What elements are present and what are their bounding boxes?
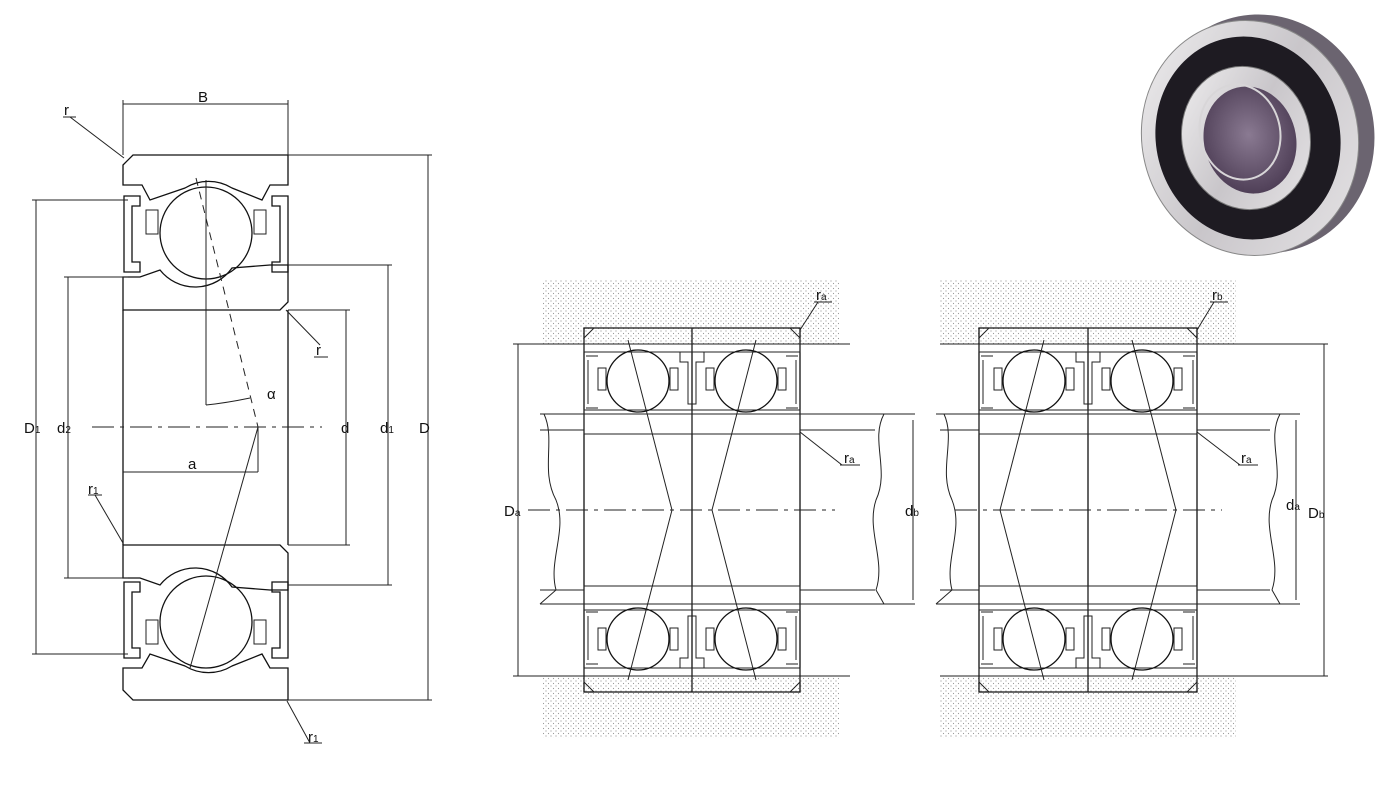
label-a: a (188, 456, 197, 473)
label-db: db (905, 503, 919, 520)
seal-left-top (123, 195, 141, 273)
label-Da: Da (504, 503, 521, 520)
label-r-top: r (64, 102, 69, 119)
seal-left-bottom (123, 581, 141, 659)
label-rb-top: rb (1212, 287, 1223, 304)
label-d: d (341, 420, 349, 437)
inner-ring-bottom (122, 544, 289, 591)
single-bearing-section (32, 100, 432, 744)
label-Db: Db (1308, 505, 1325, 522)
label-d1: d1 (380, 420, 394, 437)
cage-left-top (145, 209, 159, 235)
label-r1-bottom: r1 (308, 729, 319, 746)
seal-right-top (271, 195, 289, 273)
label-r-inner: r (316, 342, 321, 359)
label-D: D (419, 420, 430, 437)
mounting-pair-rb (935, 280, 1328, 738)
label-D1: D1 (24, 420, 41, 437)
cage-right-bottom (253, 619, 267, 645)
label-ra-inner-mid: ra (844, 450, 855, 467)
label-da: da (1286, 497, 1300, 514)
label-r1-left: r1 (88, 481, 99, 498)
label-d2: d2 (57, 420, 71, 437)
label-ra-inner-right: ra (1241, 450, 1252, 467)
label-alpha: α (267, 386, 276, 403)
inner-ring-top (122, 264, 289, 311)
cage-left-bottom (145, 619, 159, 645)
label-ra-top-mid: ra (816, 287, 827, 304)
mounting-pair-ra (513, 280, 915, 738)
label-B: B (198, 89, 208, 106)
cage-right-top (253, 209, 267, 235)
seal-right-bottom (271, 581, 289, 659)
outer-ring-top (122, 154, 289, 201)
ball-bottom (159, 575, 253, 669)
outer-ring-bottom (122, 653, 289, 701)
bearing-3d-render (1140, 14, 1375, 256)
